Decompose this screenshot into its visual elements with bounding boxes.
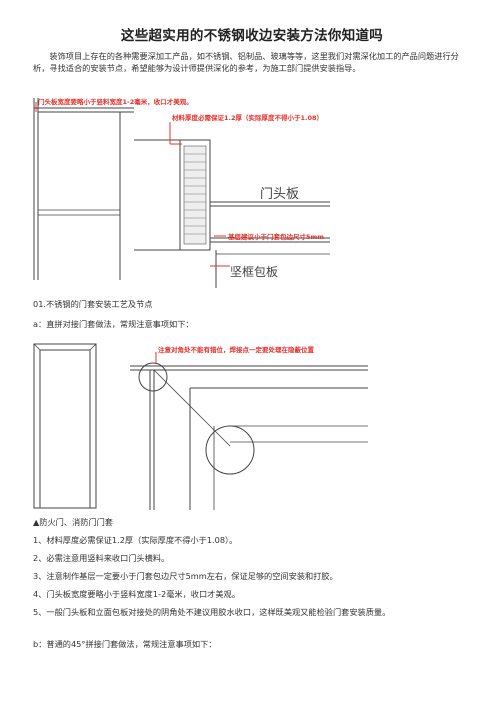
list-item: 4、门头板宽度要略小于竖料宽度1-2毫米，收口才美观。 — [33, 589, 240, 599]
section-heading-stainless-door: 01.不锈钢的门套安装工艺及节点 — [33, 299, 153, 309]
fire-door-caption: ▲防火门、消防门门套 — [33, 517, 113, 527]
list-item: 3、注意制作基层一定要小于门套包边尺寸5mm左右，保证足够的空间安装和打胶。 — [33, 571, 338, 581]
item-b-heading: b：普通的45°拼接门套做法，常规注意事项如下： — [33, 639, 217, 649]
note-material-thickness: 材料厚度必需保证1.2厚（实际厚度不得小于1.08） — [171, 113, 323, 122]
list-item: 2、必需注意用竖料来收口门头横料。 — [33, 553, 170, 563]
door-head-detail-figure: 门头板宽度要略小于竖料宽度1-2毫米，收口才美观。 材料厚度必需保证1.2厚（实… — [33, 97, 330, 288]
list-item: 5、一般门头板和立面包板对接处的阴角处不建议用胶水收口，这样既美观又能检验门套安… — [33, 607, 391, 617]
label-frame-cladding: 坚框包板 — [230, 265, 278, 279]
list-item: 1、材料厚度必需保证1.2厚（实际厚度不得小于1.08）。 — [33, 535, 238, 545]
intro-paragraph: 装饰项目上存在的各种需要深加工产品，如不锈钢、铝制品、玻璃等等，这里我们对需深化… — [33, 51, 459, 74]
door-frame-butt-joint-figure: 注意对角处不能有错位，焊接点一定要处理在隐蔽位置 — [33, 343, 368, 510]
page-title: 这些超实用的不锈钢收边安装方法你知道吗 — [120, 28, 384, 44]
note-base-size: 基层建议小于门套包边尺寸5mm — [227, 232, 324, 241]
label-door-head-plate: 门头板 — [260, 187, 299, 202]
note-door-head-width: 门头板宽度要略小于竖料宽度1-2毫米，收口才美观。 — [38, 97, 193, 106]
item-a-heading: a：直拼对接门套做法，常规注意事项如下： — [33, 319, 194, 329]
note-corner-alignment: 注意对角处不能有错位，焊接点一定要处理在隐蔽位置 — [158, 345, 315, 354]
